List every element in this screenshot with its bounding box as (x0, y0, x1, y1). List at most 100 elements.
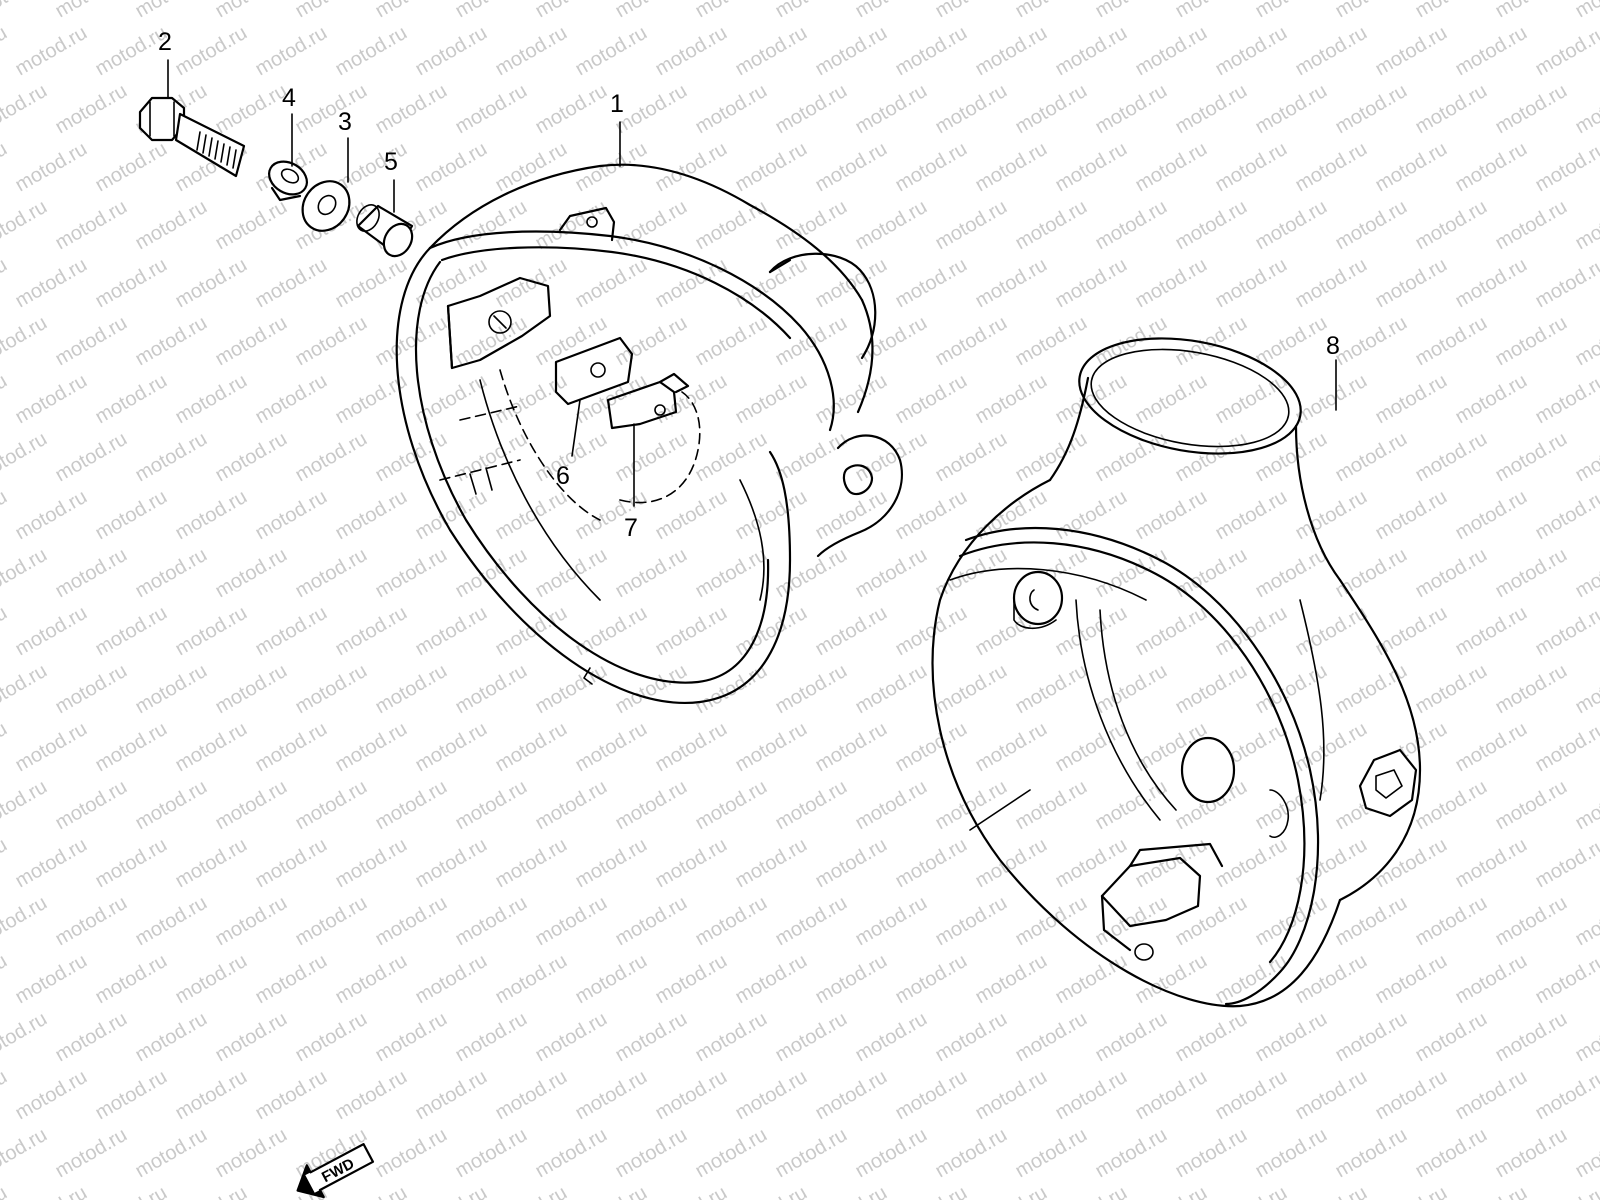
watermark-text: motod.ru (612, 196, 691, 255)
watermark-text: motod.ru (252, 718, 331, 777)
watermark-text: motod.ru (412, 254, 491, 313)
watermark-text: motod.ru (852, 776, 931, 835)
watermark-text: motod.ru (132, 0, 211, 22)
watermark-text: motod.ru (1452, 254, 1531, 313)
watermark-text: motod.ru (1492, 892, 1571, 951)
watermark-text: motod.ru (812, 950, 891, 1009)
watermark-text: motod.ru (12, 370, 91, 429)
watermark-text: motod.ru (412, 834, 491, 893)
watermark-text: motod.ru (1492, 428, 1571, 487)
watermark-text: motod.ru (1132, 950, 1211, 1009)
watermark-text: motod.ru (292, 312, 371, 371)
watermark-text: motod.ru (332, 254, 411, 313)
watermark-text: motod.ru (1532, 138, 1600, 197)
watermark-text: motod.ru (1132, 370, 1211, 429)
watermark-text: motod.ru (92, 718, 171, 777)
watermark-text: motod.ru (1092, 80, 1171, 139)
watermark-text: motod.ru (932, 312, 1011, 371)
watermark-text: motod.ru (1012, 660, 1091, 719)
watermark-text: motod.ru (0, 80, 51, 139)
watermark-text: motod.ru (1452, 1066, 1531, 1125)
watermark-text: motod.ru (1492, 544, 1571, 603)
watermark-text: motod.ru (92, 602, 171, 661)
watermark-text: motod.ru (92, 950, 171, 1009)
watermark-text: motod.ru (932, 660, 1011, 719)
watermark-text: motod.ru (1572, 0, 1600, 22)
watermark-text: motod.ru (1212, 1182, 1291, 1200)
watermark-text: motod.ru (612, 0, 691, 22)
watermark-text: motod.ru (172, 950, 251, 1009)
watermark-text: motod.ru (12, 1066, 91, 1125)
watermark-text: motod.ru (732, 22, 811, 81)
callout-8: 8 (1326, 332, 1340, 411)
watermark-text: motod.ru (492, 834, 571, 893)
watermark-text: motod.ru (1372, 486, 1451, 545)
watermark-text: motod.ru (372, 892, 451, 951)
watermark-text: motod.ru (1012, 776, 1091, 835)
watermark-text: motod.ru (372, 1124, 451, 1183)
watermark-text: motod.ru (412, 138, 491, 197)
watermark-text: motod.ru (1012, 196, 1091, 255)
watermark-text: motod.ru (1012, 312, 1091, 371)
watermark-text: motod.ru (492, 718, 571, 777)
watermark-text: motod.ru (1372, 834, 1451, 893)
watermark-text: motod.ru (532, 660, 611, 719)
watermark-text: motod.ru (412, 950, 491, 1009)
watermark-text: motod.ru (212, 776, 291, 835)
watermark-text: motod.ru (852, 312, 931, 371)
watermark-text: motod.ru (1492, 1008, 1571, 1067)
watermark-text: motod.ru (492, 950, 571, 1009)
watermark-text: motod.ru (612, 776, 691, 835)
watermark-text: motod.ru (1052, 602, 1131, 661)
watermark-text: motod.ru (332, 718, 411, 777)
watermark-text: motod.ru (1052, 138, 1131, 197)
watermark-text: motod.ru (172, 254, 251, 313)
part-4-lock-washer (268, 160, 308, 202)
watermark-text: motod.ru (1052, 254, 1131, 313)
watermark-text: motod.ru (452, 660, 531, 719)
callouts: 1 2 4 3 5 6 7 8 (158, 28, 1340, 542)
watermark-text: motod.ru (12, 22, 91, 81)
watermark-text: motod.ru (732, 950, 811, 1009)
watermark-text: motod.ru (252, 254, 331, 313)
watermark-text: motod.ru (212, 428, 291, 487)
watermark-text: motod.ru (1252, 80, 1331, 139)
watermark-text: motod.ru (452, 0, 531, 22)
watermark-text: motod.ru (1332, 80, 1411, 139)
watermark-text: motod.ru (12, 254, 91, 313)
watermark-text: motod.ru (1332, 660, 1411, 719)
watermark-text: motod.ru (372, 312, 451, 371)
watermark-text: motod.ru (12, 950, 91, 1009)
watermark-text: motod.ru (1332, 544, 1411, 603)
watermark-text: motod.ru (0, 776, 51, 835)
watermark-text: motod.ru (1572, 80, 1600, 139)
watermark-text: motod.ru (892, 834, 971, 893)
watermark-text: motod.ru (1412, 544, 1491, 603)
watermark-text: motod.ru (0, 834, 11, 893)
watermark-text: motod.ru (132, 892, 211, 951)
watermark-text: motod.ru (252, 1066, 331, 1125)
watermark-text: motod.ru (1012, 0, 1091, 22)
watermark-text: motod.ru (12, 486, 91, 545)
watermark-text: motod.ru (252, 602, 331, 661)
watermark-text: motod.ru (92, 370, 171, 429)
part-5-spacer (356, 204, 414, 258)
watermark-text: motod.ru (1532, 254, 1600, 313)
watermark-text: motod.ru (332, 486, 411, 545)
watermark-text: motod.ru (332, 602, 411, 661)
watermark-text: motod.ru (932, 1008, 1011, 1067)
watermark-text: motod.ru (1252, 196, 1331, 255)
watermark-text: motod.ru (172, 1182, 251, 1200)
watermark-text: motod.ru (0, 312, 51, 371)
watermark-text: motod.ru (92, 486, 171, 545)
watermark-text: motod.ru (1012, 80, 1091, 139)
watermark-text: motod.ru (1012, 1124, 1091, 1183)
watermark-text: motod.ru (1532, 602, 1600, 661)
watermark-text: motod.ru (372, 660, 451, 719)
watermark-text: motod.ru (1372, 138, 1451, 197)
watermark-text: motod.ru (652, 1182, 731, 1200)
watermark-text: motod.ru (52, 544, 131, 603)
watermark-text: motod.ru (772, 660, 851, 719)
watermark-text: motod.ru (772, 776, 851, 835)
